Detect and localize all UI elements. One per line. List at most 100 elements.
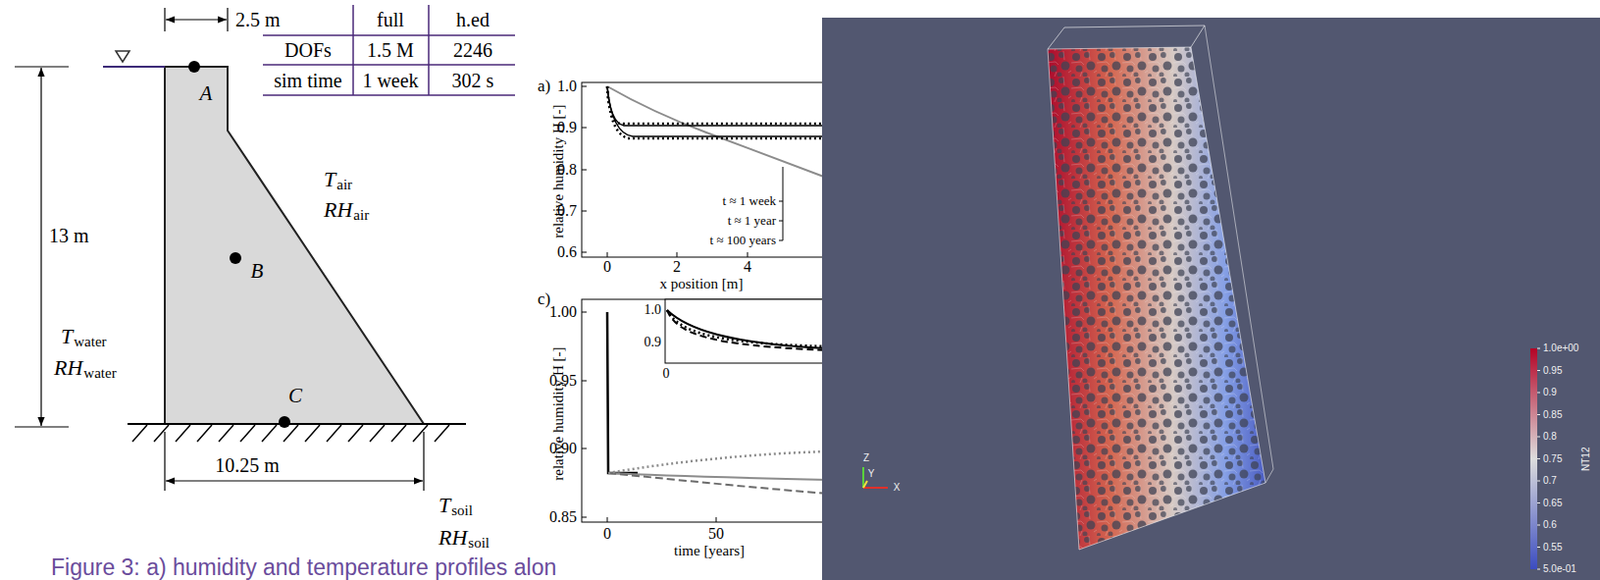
render-background (822, 17, 1600, 580)
table-rules (262, 4, 516, 96)
point-marker (188, 60, 201, 73)
panel-letter: c) (537, 289, 551, 310)
point-label: C (288, 383, 303, 408)
curve (607, 86, 829, 137)
colorbar-label: 0.65 (1543, 497, 1562, 510)
boundary-symbol: T (60, 323, 73, 349)
colorbar-label: 0.9 (1543, 386, 1557, 399)
tick-label: 2 (672, 258, 681, 276)
colorbar-label: 1.0e+00 (1543, 342, 1579, 355)
dimension-extension (422, 431, 424, 491)
water-level (103, 65, 165, 68)
curve-annotation: t ≈ 1 week (722, 194, 776, 209)
colorbar-label: 0.8 (1543, 430, 1557, 443)
point-label: A (200, 81, 213, 105)
dimension-label: 13 m (49, 224, 90, 248)
axis-title: relative humidity H [-] (550, 104, 568, 239)
subscript: water (83, 364, 116, 382)
dimension-extension (14, 425, 69, 427)
colorbar-label: 0.6 (1543, 518, 1557, 531)
boundary-symbol: T (323, 166, 336, 192)
ground-line (127, 422, 466, 425)
axis-ticks (581, 86, 748, 258)
colorbar-label: 5.0e-01 (1543, 563, 1577, 575)
curve (608, 472, 829, 494)
water-level-symbol (115, 51, 130, 62)
axis-title: relative humidity H [-] (550, 347, 568, 481)
tick-label: 1.0 (644, 302, 663, 318)
colorbar-label: 0.7 (1543, 474, 1557, 487)
table-cell: 302 s (452, 69, 495, 93)
tick-label: 0.85 (549, 508, 577, 526)
axis-letter: X (893, 481, 901, 494)
subscript: soil (467, 534, 490, 552)
axis-letter: Z (863, 452, 870, 465)
colorbar-label: 0.75 (1543, 453, 1562, 465)
curve (667, 309, 829, 347)
curve (667, 309, 829, 349)
table-cell: h.ed (456, 8, 490, 32)
colorbar-label: 0.55 (1543, 541, 1562, 554)
leader-line (778, 166, 783, 241)
dimension-line (165, 18, 227, 20)
curve (607, 86, 829, 139)
bounding-box-edge (1047, 47, 1266, 550)
point-label: B (251, 258, 264, 283)
curve (607, 86, 829, 179)
dam-section (164, 66, 424, 424)
boundary-symbol: RH (438, 524, 467, 550)
bounding-box-edge (1204, 25, 1274, 483)
table-cell: 2246 (453, 39, 493, 62)
figure-caption: Figure 3: a) humidity and temperature pr… (51, 556, 557, 579)
dimension-label: 10.25 m (214, 454, 280, 477)
dimension-line (40, 67, 42, 426)
table-cell: 1 week (361, 69, 418, 93)
table-cell: 1.5 M (366, 39, 414, 62)
dam-drawing (14, 7, 466, 491)
tick-label: 4 (743, 258, 752, 276)
colorbar (1530, 348, 1538, 569)
tick-label: 0 (603, 524, 612, 543)
axis-letter: Y (868, 467, 876, 480)
tick-label: 1.00 (549, 303, 577, 321)
subscript: soil (451, 502, 473, 519)
render-panel (822, 17, 1600, 580)
curve (607, 86, 829, 124)
colorbar-label: 0.85 (1543, 409, 1562, 421)
plot-frame (581, 82, 847, 258)
curve (608, 451, 829, 473)
subscript: air (353, 206, 369, 224)
colorbar-title: NT12 (1580, 447, 1593, 471)
dimension-extension (163, 7, 165, 32)
tick-label: 50 (708, 524, 724, 543)
tick-label: 0.9 (644, 334, 663, 351)
panel-letter: a) (537, 76, 551, 97)
colorbar-ticks (1537, 348, 1541, 569)
curve (667, 309, 829, 351)
table-cell: sim time (273, 69, 342, 93)
plot-c (581, 299, 862, 522)
curve (607, 311, 638, 473)
table-cell: DOFs (284, 39, 332, 62)
dimension-line (165, 479, 423, 481)
dam-slice-mesh (1047, 47, 1266, 550)
mesh-pores (1047, 47, 1266, 550)
dimension-label: 2.5 m (235, 8, 281, 32)
tick-label: 0.6 (557, 243, 577, 261)
tick-label: 0 (603, 258, 612, 276)
dimension-extension (226, 7, 228, 32)
curve (608, 472, 829, 480)
point-marker (278, 415, 291, 428)
tick-label: 0 (663, 365, 671, 382)
point-marker (229, 252, 242, 264)
dimension-extension (163, 431, 165, 491)
curve-annotation: t ≈ 1 year (727, 213, 776, 229)
axis-title: time [years] (673, 542, 745, 560)
axis-title: x position [m] (660, 275, 744, 293)
boundary-symbol: RH (323, 197, 353, 222)
ground-hatching (132, 424, 450, 442)
subscript: water (73, 333, 106, 351)
curve (607, 86, 829, 126)
